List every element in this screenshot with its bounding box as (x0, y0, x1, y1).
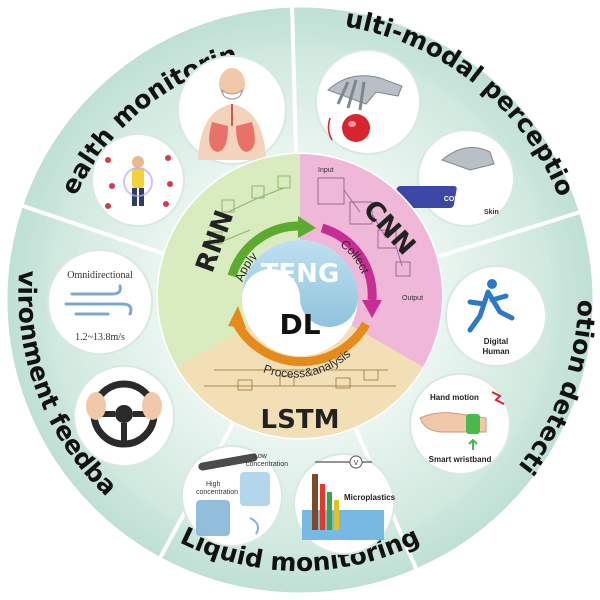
health-athlete-panel (91, 133, 185, 227)
mini-figures-icon (105, 155, 173, 209)
dl-label: DL (279, 308, 320, 341)
left-lung-icon (209, 122, 228, 152)
digital-human-panel: Digital Human (445, 265, 547, 367)
wristband-icon (466, 414, 480, 434)
teng-dl-center: TENG DL (242, 240, 358, 356)
high-conc-label-1: High (206, 481, 221, 488)
cnn-network-icon (317, 177, 411, 277)
face-mask-icon (220, 88, 244, 100)
low-conc-sample (240, 472, 270, 506)
runner-body-icon (467, 289, 515, 333)
low-conc-label-2: concentration (246, 461, 288, 468)
digital-label: Digital (484, 337, 508, 346)
code-label: CODE (444, 196, 465, 203)
lstm-network-icon (204, 369, 396, 391)
robot-skin-panel: CODE Skin (393, 129, 515, 227)
wind-range-label: 1.2~13.8m/s (75, 332, 125, 343)
apply-arrow-head (298, 216, 316, 238)
concentration-panel: Low concentration High concentration (181, 445, 288, 547)
right-hand-icon (142, 392, 162, 420)
lstm-label: LSTM (261, 405, 340, 435)
high-conc-sample (196, 500, 230, 536)
robot-hand-ball-panel (315, 49, 421, 155)
steering-wheel-panel (73, 365, 175, 467)
microplastics-label: Microplastics (344, 493, 396, 502)
robot-finger-icon (441, 147, 495, 171)
curved-arrow-icon (249, 517, 259, 535)
red-ball-icon (342, 114, 370, 142)
apply-arrow (227, 221, 301, 278)
athlete-head-icon (132, 156, 144, 168)
electrode-yellow (334, 500, 339, 530)
output-label: Output (402, 295, 423, 302)
left-hand-icon (86, 392, 106, 420)
teng-label: TENG (261, 259, 340, 289)
teng-half (242, 240, 358, 327)
microplastics-panel: V Microplastics (293, 453, 396, 555)
rnn-network-icon (209, 175, 291, 245)
pipette-icon (198, 453, 258, 471)
up-arrow-icon (468, 438, 478, 450)
collect-arrow-head (362, 300, 382, 318)
electrode-green (327, 492, 332, 530)
process-arrow (232, 319, 370, 367)
runner-head-icon (487, 279, 497, 289)
health-lungs-panel (177, 55, 287, 165)
process-arrows (227, 216, 382, 367)
skin-label: Skin (484, 209, 499, 216)
right-lung-icon (236, 122, 255, 152)
voltmeter-icon (349, 455, 363, 469)
low-conc-label-1: Low (254, 453, 268, 460)
input-label: Input (318, 167, 334, 174)
human-label: Human (482, 347, 509, 356)
motion-zigzag-icon (491, 391, 505, 405)
skin-sensor-pad (393, 186, 457, 208)
hand-motion-label: Hand motion (430, 393, 479, 402)
omnidirectional-wind-panel: Omnidirectional 1.2~13.8m/s (47, 249, 153, 355)
wind-icon (64, 284, 133, 316)
electrode-brown (312, 474, 318, 530)
smart-wristband-panel: Hand motion Smart wristband (409, 373, 511, 475)
omnidirectional-label: Omnidirectional (67, 270, 133, 281)
electrode-red (320, 484, 325, 530)
collect-arrow (320, 223, 377, 301)
voltmeter-label: V (354, 460, 359, 467)
smart-wristband-label: Smart wristband (429, 455, 492, 464)
process-arrow-head (228, 306, 246, 328)
high-conc-label-2: concentration (196, 489, 238, 496)
